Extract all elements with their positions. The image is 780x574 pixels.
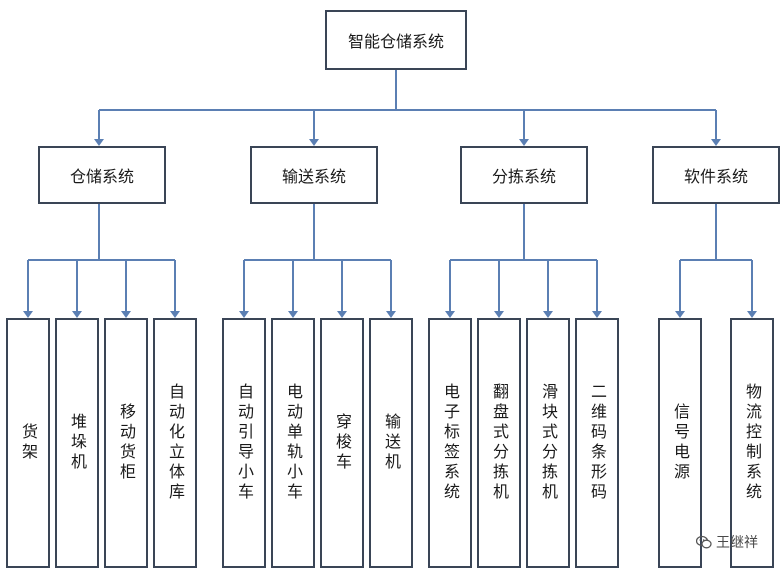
category-software: 软件系统 xyxy=(652,146,780,204)
arrow-head xyxy=(309,139,319,146)
leaf-label: 信号电源 xyxy=(671,403,690,483)
arrow-head xyxy=(494,311,504,318)
arrow-head xyxy=(592,311,602,318)
arrow-head xyxy=(386,311,396,318)
arrow-head xyxy=(747,311,757,318)
category-warehousing: 仓储系统 xyxy=(38,146,166,204)
arrow-head xyxy=(337,311,347,318)
arrow-head xyxy=(288,311,298,318)
leaf-label: 物流控制系统 xyxy=(743,383,762,503)
leaf-electronic-label: 电子标签系统 xyxy=(428,318,472,568)
arrow-head xyxy=(72,311,82,318)
leaf-label: 移动货柜 xyxy=(117,403,136,483)
leaf-shelf: 货架 xyxy=(6,318,50,568)
leaf-label: 翻盘式分拣机 xyxy=(490,383,509,503)
leaf-stacker-crane: 堆垛机 xyxy=(55,318,99,568)
leaf-label: 电子标签系统 xyxy=(441,383,460,503)
arrow-head xyxy=(239,311,249,318)
leaf-automated-warehouse: 自动化立体库 xyxy=(153,318,197,568)
arrow-head xyxy=(170,311,180,318)
leaf-label: 自动引导小车 xyxy=(235,383,254,503)
leaf-tilt-tray-sorter: 翻盘式分拣机 xyxy=(477,318,521,568)
leaf-conveyor: 输送机 xyxy=(369,318,413,568)
leaf-label: 二维码条形码 xyxy=(588,383,607,503)
category-label: 输送系统 xyxy=(281,167,346,186)
leaf-label: 穿梭车 xyxy=(333,413,352,473)
arrow-head xyxy=(675,311,685,318)
root-label: 智能仓储系统 xyxy=(347,32,444,51)
wechat-icon xyxy=(696,535,712,549)
category-label: 仓储系统 xyxy=(69,167,134,186)
arrow-head xyxy=(121,311,131,318)
arrow-head xyxy=(445,311,455,318)
leaf-signal-power: 信号电源 xyxy=(658,318,702,568)
leaf-label: 堆垛机 xyxy=(68,413,87,473)
arrow-head xyxy=(711,139,721,146)
leaf-label: 电动单轨小车 xyxy=(284,383,303,503)
leaf-barcode: 二维码条形码 xyxy=(575,318,619,568)
arrow-head xyxy=(519,139,529,146)
leaf-monorail: 电动单轨小车 xyxy=(271,318,315,568)
leaf-label: 滑块式分拣机 xyxy=(539,383,558,503)
leaf-label: 输送机 xyxy=(382,413,401,473)
leaf-logistics-control: 物流控制系统 xyxy=(730,318,774,568)
category-conveying: 输送系统 xyxy=(250,146,378,204)
category-sorting: 分拣系统 xyxy=(460,146,588,204)
leaf-label: 货架 xyxy=(19,423,38,463)
watermark: 王继祥 xyxy=(696,532,758,552)
watermark-text: 王继祥 xyxy=(716,535,758,551)
category-label: 分拣系统 xyxy=(491,167,556,186)
arrow-head xyxy=(543,311,553,318)
arrow-head xyxy=(94,139,104,146)
leaf-label: 自动化立体库 xyxy=(166,383,185,503)
leaf-sliding-shoe-sorter: 滑块式分拣机 xyxy=(526,318,570,568)
leaf-shuttle: 穿梭车 xyxy=(320,318,364,568)
root-node: 智能仓储系统 xyxy=(325,10,467,70)
leaf-mobile-cabinet: 移动货柜 xyxy=(104,318,148,568)
arrow-head xyxy=(23,311,33,318)
leaf-agv: 自动引导小车 xyxy=(222,318,266,568)
category-label: 软件系统 xyxy=(683,167,748,186)
